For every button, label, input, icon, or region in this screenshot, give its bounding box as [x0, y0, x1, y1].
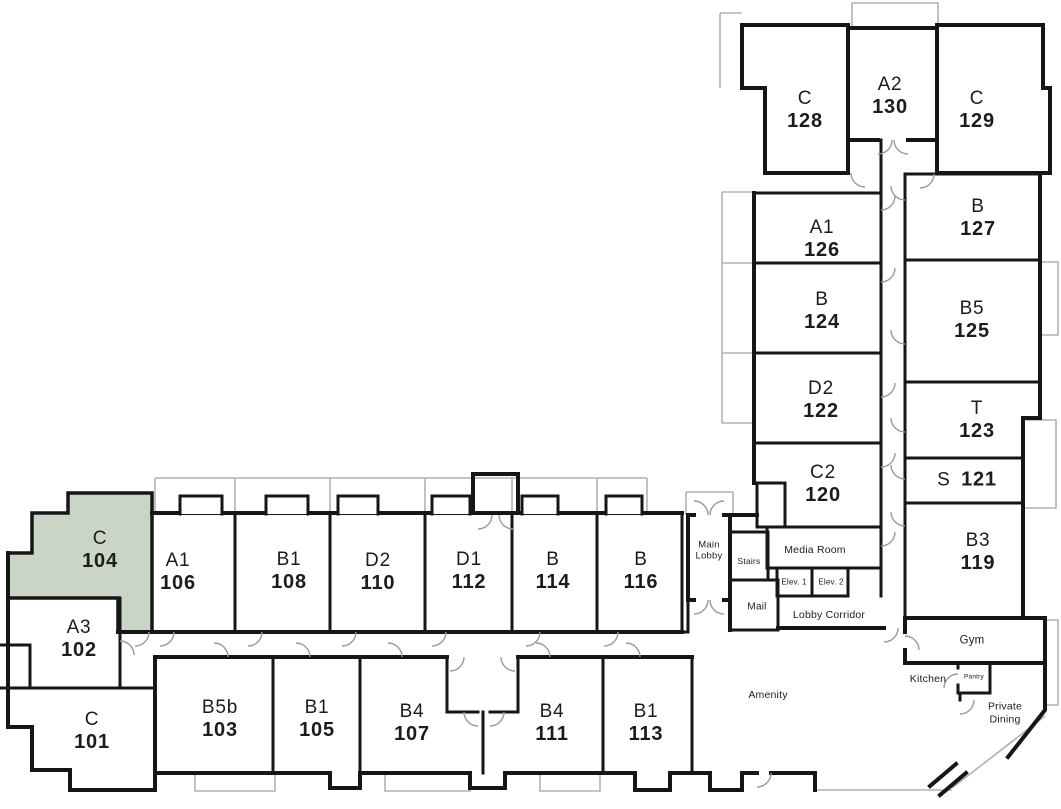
wall-notches	[178, 494, 644, 516]
unit-number: 105	[299, 718, 335, 741]
room-label-gym: Gym	[959, 634, 985, 647]
unit-label-107[interactable]: B4 107	[394, 701, 430, 745]
unit-type: C	[969, 87, 985, 109]
unit-type: B	[634, 548, 648, 570]
unit-number: 111	[535, 722, 569, 745]
unit-number: 123	[959, 419, 995, 442]
unit-label-102[interactable]: A3 102	[61, 617, 97, 661]
unit-label-112[interactable]: D1 112	[452, 549, 487, 593]
unit-number: 114	[535, 570, 571, 593]
unit-number: 101	[74, 730, 110, 753]
unit-104-highlight[interactable]	[6, 491, 154, 634]
interior-walls	[0, 138, 1042, 775]
unit-number: 113	[628, 722, 664, 745]
balcony-outlines	[154, 2, 1059, 792]
unit-label-111[interactable]: B4 111	[535, 701, 569, 745]
unit-number: 106	[160, 571, 196, 594]
unit-number: 122	[803, 399, 839, 422]
unit-number: 112	[451, 570, 487, 593]
unit-label-123[interactable]: T 123	[959, 398, 995, 442]
room-label-kitchen: Kitchen	[909, 673, 947, 686]
unit-number: 120	[805, 483, 841, 506]
unit-label-108[interactable]: B1 108	[271, 549, 307, 593]
unit-label-110[interactable]: D2 110	[361, 550, 396, 594]
unit-type: A1	[165, 549, 191, 571]
unit-number: 126	[804, 238, 840, 261]
room-label-elev-1: Elev. 1	[781, 577, 807, 587]
unit-number: 119	[960, 551, 996, 574]
unit-number: 107	[394, 722, 430, 745]
unit-label-124[interactable]: B 124	[804, 289, 840, 333]
unit-label-121[interactable]: S 121	[937, 469, 997, 492]
unit-number: 110	[360, 571, 396, 594]
unit-type: C	[92, 527, 108, 549]
room-label-main-lobby: Main Lobby	[695, 539, 723, 562]
unit-label-129[interactable]: C 129	[959, 88, 995, 132]
unit-number: 124	[804, 310, 840, 333]
unit-number: 121	[961, 468, 997, 491]
unit-label-127[interactable]: B 127	[960, 196, 996, 240]
unit-type: A3	[66, 616, 92, 638]
unit-number: 108	[271, 570, 307, 593]
unit-type: B1	[276, 548, 302, 570]
outer-walls	[6, 23, 1052, 798]
unit-number: 102	[61, 638, 97, 661]
unit-type: B4	[539, 700, 565, 722]
unit-label-113[interactable]: B1 113	[629, 701, 664, 745]
unit-label-106[interactable]: A1 106	[160, 550, 196, 594]
unit-type: B5b	[201, 696, 239, 718]
unit-type: B1	[633, 700, 659, 722]
unit-number: 129	[959, 109, 995, 132]
unit-number: 103	[202, 718, 238, 741]
unit-label-122[interactable]: D2 122	[803, 378, 839, 422]
unit-type: B3	[965, 529, 991, 551]
unit-label-101[interactable]: C 101	[74, 709, 110, 753]
unit-type: B5	[959, 297, 985, 319]
room-label-private-dining: Private Dining	[987, 700, 1023, 725]
unit-label-103[interactable]: B5b 103	[202, 697, 238, 741]
unit-number: 125	[954, 319, 990, 342]
unit-label-126[interactable]: A1 126	[804, 217, 840, 261]
unit-type: A1	[809, 216, 835, 238]
room-label-mail: Mail	[747, 601, 767, 613]
unit-number: 104	[82, 549, 118, 572]
unit-type: C2	[810, 461, 836, 483]
unit-type: D2	[808, 377, 834, 399]
unit-type: B	[971, 195, 985, 217]
unit-type: D1	[456, 548, 482, 570]
door-arcs	[119, 139, 975, 788]
room-label-elev-2: Elev. 2	[818, 577, 844, 587]
unit-type: B1	[304, 696, 330, 718]
unit-label-120[interactable]: C2 120	[805, 462, 841, 506]
unit-type: C	[84, 708, 100, 730]
unit-type: B	[815, 288, 829, 310]
unit-label-116[interactable]: B 116	[624, 549, 659, 593]
unit-label-105[interactable]: B1 105	[299, 697, 335, 741]
unit-type: A2	[877, 73, 903, 95]
unit-type: B	[546, 548, 560, 570]
room-label-pantry: Pantry	[964, 673, 984, 681]
room-label-stairs: Stairs	[737, 556, 761, 567]
unit-label-119[interactable]: B3 119	[961, 530, 996, 574]
unit-number: 127	[960, 217, 996, 240]
room-label-lobby-corridor: Lobby Corridor	[792, 609, 866, 622]
unit-type: T	[970, 397, 984, 419]
room-label-media-room: Media Room	[784, 544, 846, 557]
room-label-amenity: Amenity	[748, 689, 788, 702]
unit-type: B4	[399, 700, 425, 722]
unit-type: S	[937, 469, 951, 491]
unit-number: 128	[787, 109, 823, 132]
unit-number: 130	[872, 95, 908, 118]
unit-label-128[interactable]: C 128	[787, 88, 823, 132]
unit-number: 116	[623, 570, 659, 593]
unit-label-114[interactable]: B 114	[536, 549, 571, 593]
unit-type: D2	[365, 549, 391, 571]
unit-label-130[interactable]: A2 130	[872, 74, 908, 118]
unit-label-104[interactable]: C 104	[82, 528, 118, 572]
unit-type: C	[797, 87, 813, 109]
unit-label-125[interactable]: B5 125	[954, 298, 990, 342]
